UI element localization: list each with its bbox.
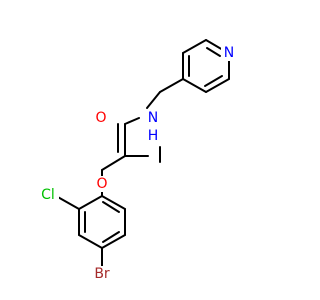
bond: [182, 39, 207, 54]
bond: [101, 155, 126, 171]
bond: [205, 78, 230, 93]
atom-label: N: [224, 45, 234, 61]
bond: [55, 195, 80, 210]
molecule-structure: N N H O O Cl Br: [37, 39, 237, 282]
bond: [78, 195, 103, 210]
bond: [159, 78, 184, 93]
bond: [124, 117, 140, 125]
atom-label: Cl: [41, 187, 55, 203]
bond: [182, 78, 207, 93]
bond: [102, 201, 120, 213]
atom-label: O: [96, 176, 107, 192]
atom-labels: N N H O O Cl Br: [37, 45, 237, 282]
atom-label: Br: [94, 266, 110, 282]
bond: [101, 234, 126, 249]
bond: [102, 231, 120, 243]
bond: [146, 91, 161, 109]
atom-label: H: [148, 128, 159, 144]
bond: [206, 47, 221, 57]
atom-label: O: [95, 110, 106, 126]
bond: [204, 75, 223, 87]
bond: [205, 39, 224, 51]
atom-label: N: [148, 110, 158, 126]
bond: [101, 195, 126, 210]
bonds: [55, 39, 230, 267]
bond: [78, 234, 103, 249]
